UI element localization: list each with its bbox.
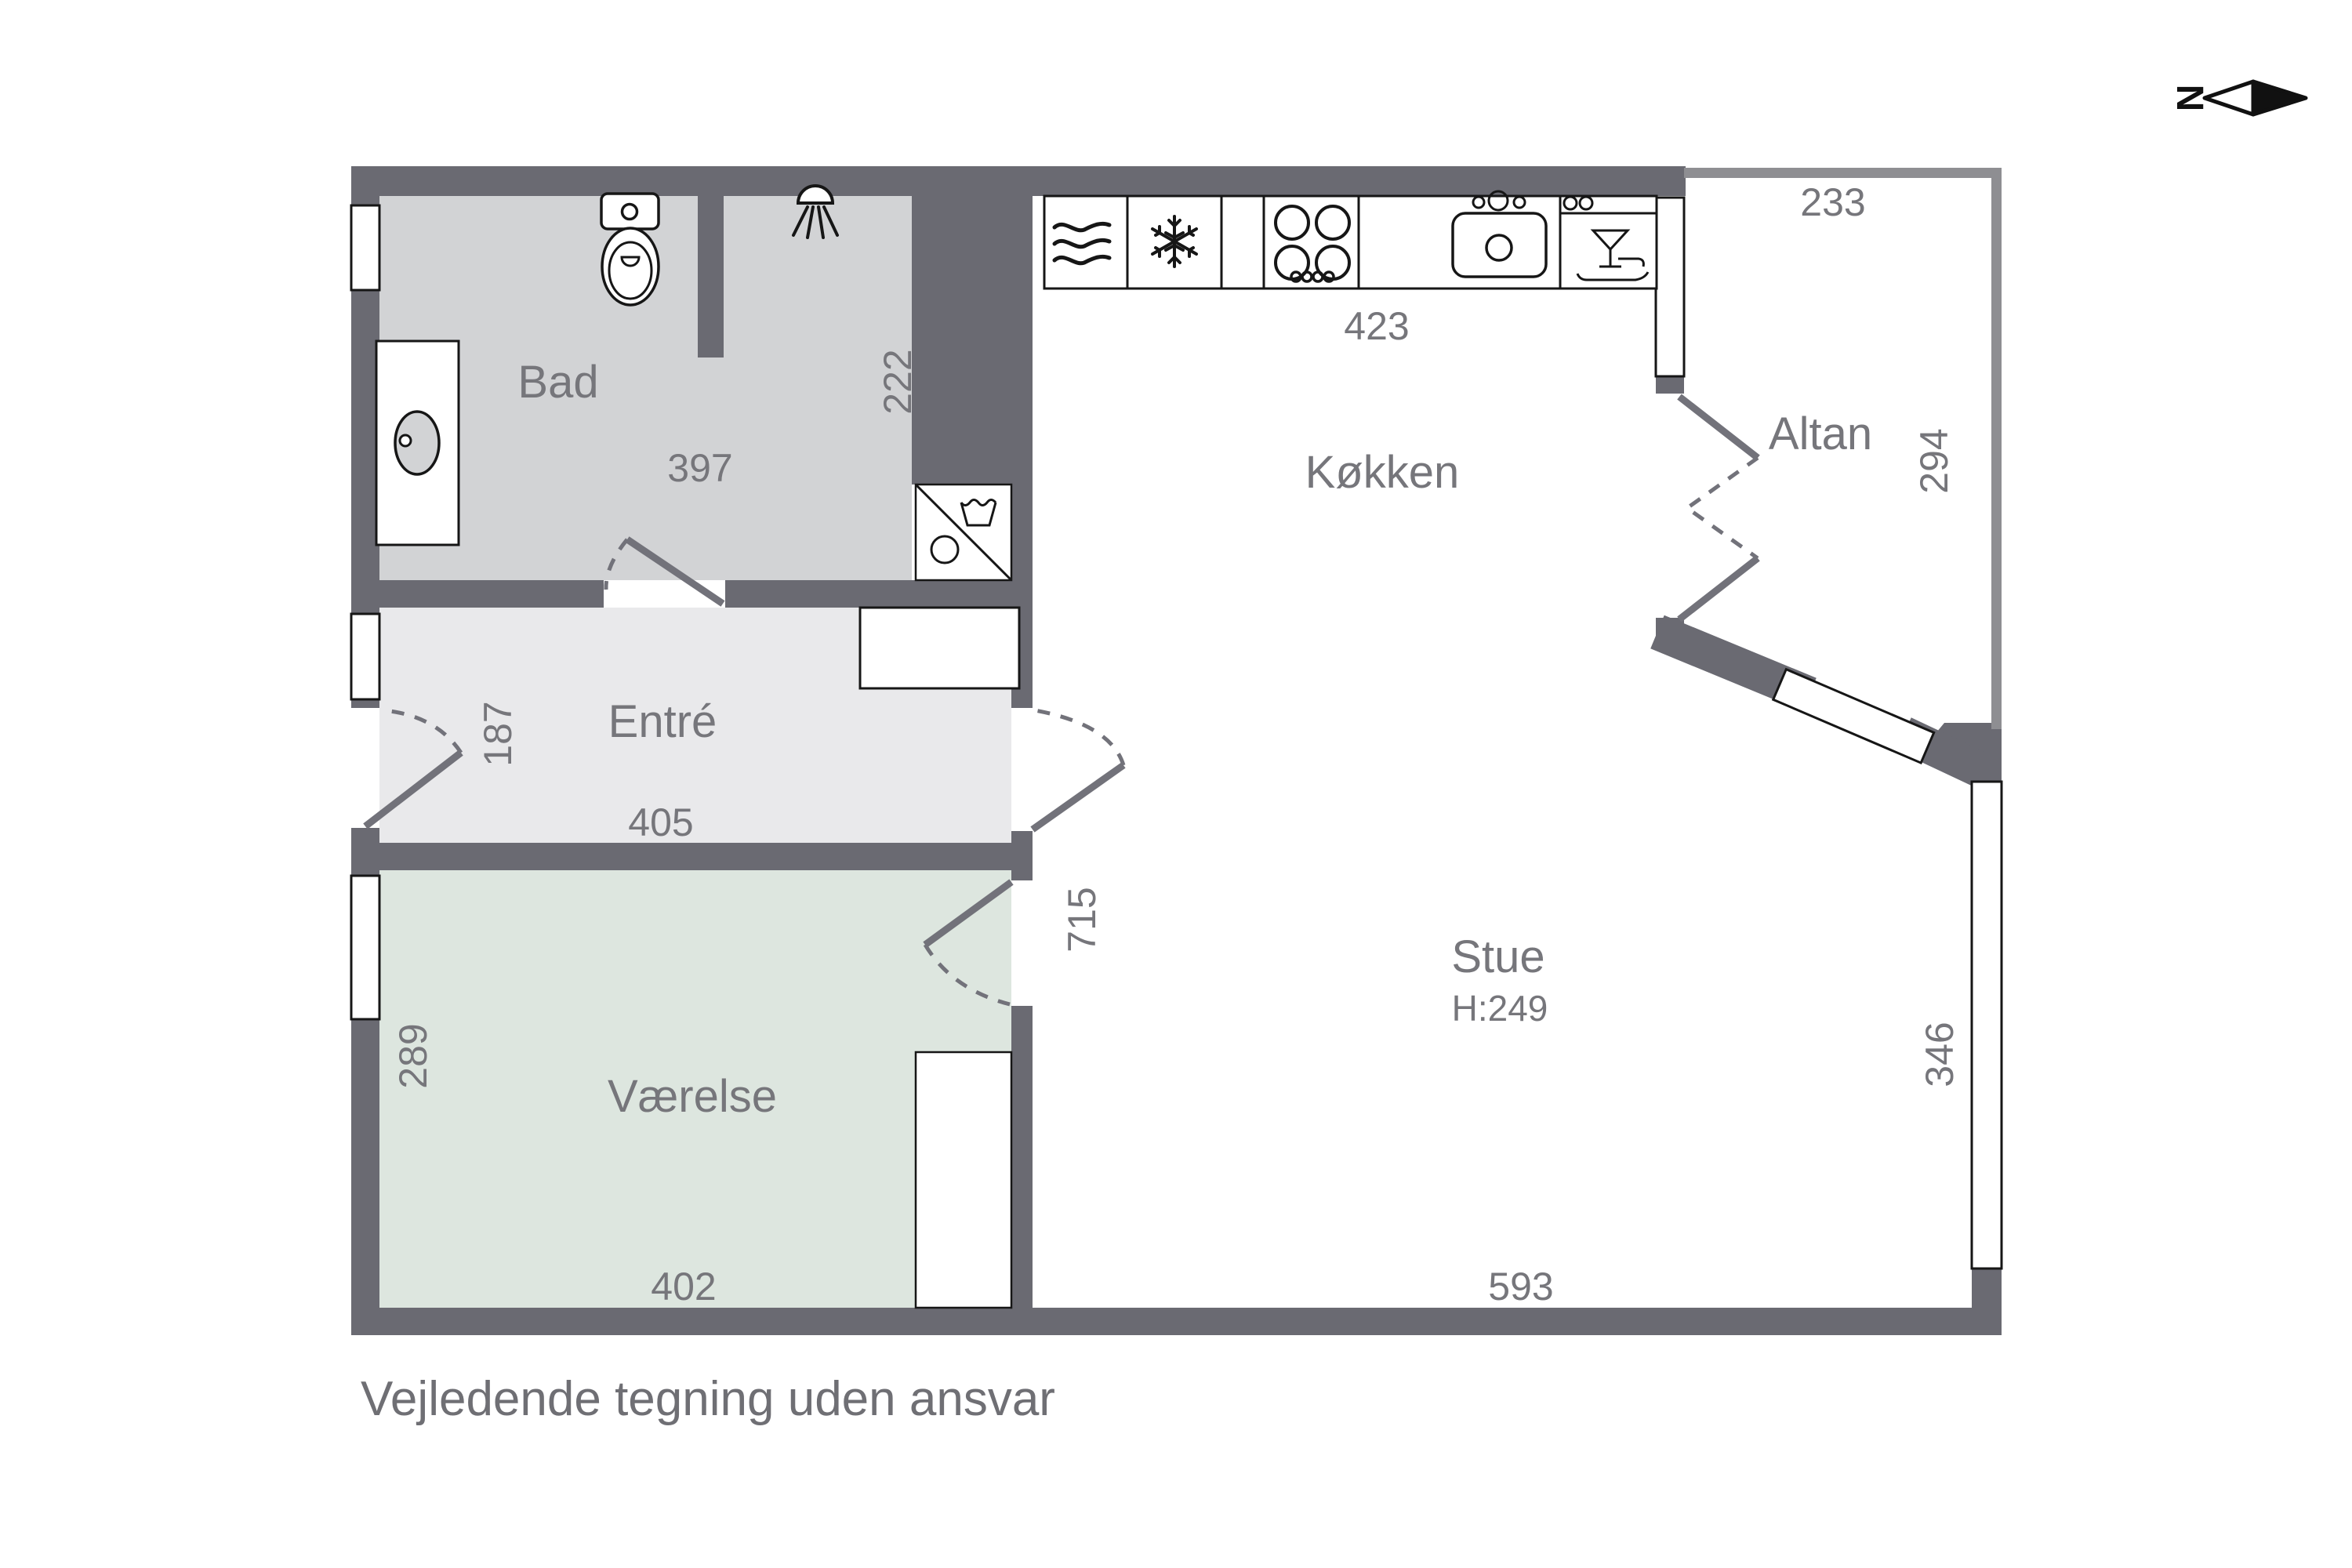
balcony-door-leaf-top [1677,394,1760,461]
labels: Bad 397 222 Entré 405 187 Værelse 402 28… [361,180,1962,1426]
dim-vaerelse-depth: 289 [391,1023,435,1088]
room-label-koekken: Køkken [1305,447,1460,498]
freezer-icon [1151,215,1198,268]
compass-diamond-left [2202,79,2256,117]
shower-icon [792,184,839,239]
dim-altan-depth: 294 [1912,428,1956,493]
wall-vaerelse-right [1011,1006,1033,1308]
kitchen-sink-icon [1451,190,1548,278]
wall-top [351,166,1686,196]
stue-door-leaf [1030,762,1126,833]
balcony-door-leaf-bottom [1677,555,1760,622]
balcony-door-arcs [1683,456,1759,561]
entry-closet [858,606,1021,690]
dim-stue-door: 715 [1060,887,1104,952]
room-label-altan: Altan [1769,408,1872,459]
hob-icon [1274,205,1351,283]
dim-bad-depth: 222 [876,349,920,414]
entrance-door-leaf [363,750,463,829]
stue-door-arc [1034,708,1126,766]
window-diagonal [1771,667,1936,765]
room-label-entre: Entré [608,696,717,747]
entrance-door-arc [382,708,463,754]
dim-stue-width: 593 [1488,1265,1553,1308]
bath-door-leaf [625,536,725,607]
toilet-icon [600,192,660,307]
window-stue [1970,780,2003,1270]
bedroom-floor [379,870,1011,1308]
bedroom-door-arc [923,943,1011,1007]
wall-bath-stub [698,194,724,358]
north-arrow-icon: N [2169,79,2308,117]
window-entry [350,612,381,701]
opening-bedroom [1011,880,1033,1006]
wall-bottom [351,1308,2002,1335]
window-bathroom [350,204,381,292]
kitchen-counter [1043,194,1658,290]
washing-machine-icon [915,484,1012,581]
balcony-wall-top [1684,168,2002,178]
window-kitchen-balcony [1654,196,1686,378]
dim-entre-door: 187 [476,701,520,766]
disclaimer-text: Vejledende tegning uden ansvar [361,1372,1055,1426]
wall-bath-kitchen [912,196,1033,485]
bedroom-door-leaf [923,879,1014,948]
dim-altan-width: 233 [1800,180,1865,224]
bedroom-closet [914,1051,1013,1309]
opening-entry [351,708,379,828]
dishwasher-icon [1563,195,1650,281]
balcony-walls [1684,168,2002,729]
balcony-wall-right [1991,168,2002,729]
dim-vaerelse-width: 402 [651,1265,716,1308]
room-label-vaerelse: Værelse [608,1071,777,1122]
wall-entre-bottom [351,843,1033,870]
doors [363,394,1760,1007]
wall-stue-right-bottom [1972,1269,2002,1312]
counter-outline [1043,194,1658,290]
wall-balcony-stub-a [1656,376,1684,394]
washbasin-icon [375,339,460,546]
dim-bad-width: 397 [667,446,732,490]
door-openings [351,580,1033,1006]
dim-stue-window: 346 [1918,1022,1962,1087]
opening-stue [1011,708,1033,831]
dim-entre-width: 405 [628,800,693,844]
windows [350,196,2003,1270]
dim-stue-ceiling: H:249 [1452,988,1548,1029]
room-label-stue: Stue [1451,931,1544,982]
window-bedroom [350,874,381,1021]
room-label-bad: Bad [517,357,598,408]
compass-diamond-right [2251,79,2308,117]
extractor-icon [1052,221,1112,266]
dim-counter: 423 [1344,304,1409,348]
bath-door-arc [604,538,629,590]
